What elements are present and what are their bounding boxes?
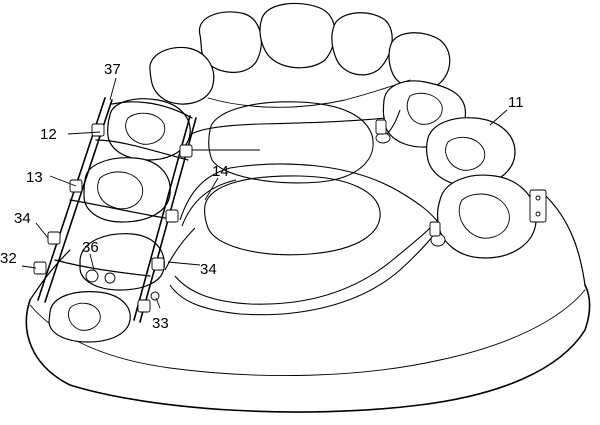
leader-11 [489,109,508,126]
right-molars [382,80,547,259]
right-connectors [375,119,446,247]
leader-34-right [167,261,201,266]
label-34-left: 34 [14,210,31,227]
leader-34-left [35,222,49,239]
label-33: 33 [152,315,169,332]
leader-14 [204,177,219,201]
label-37: 37 [104,61,121,78]
label-34-right: 34 [200,261,217,278]
callouts: 37 12 13 14 11 34 36 32 34 33 [0,61,524,332]
leader-32 [21,265,37,269]
leader-36 [89,253,95,271]
upper-teeth [149,2,451,108]
label-11: 11 [508,94,524,111]
label-12: 12 [40,126,57,143]
dental-model-base [25,194,591,413]
leader-12 [67,131,101,135]
leader-13 [49,175,77,187]
left-expander-frame [33,97,197,323]
label-36: 36 [82,239,99,256]
label-32: 32 [0,250,17,267]
label-13: 13 [26,169,43,186]
leader-33 [155,297,161,309]
leader-37 [109,77,117,101]
label-14: 14 [212,163,229,180]
